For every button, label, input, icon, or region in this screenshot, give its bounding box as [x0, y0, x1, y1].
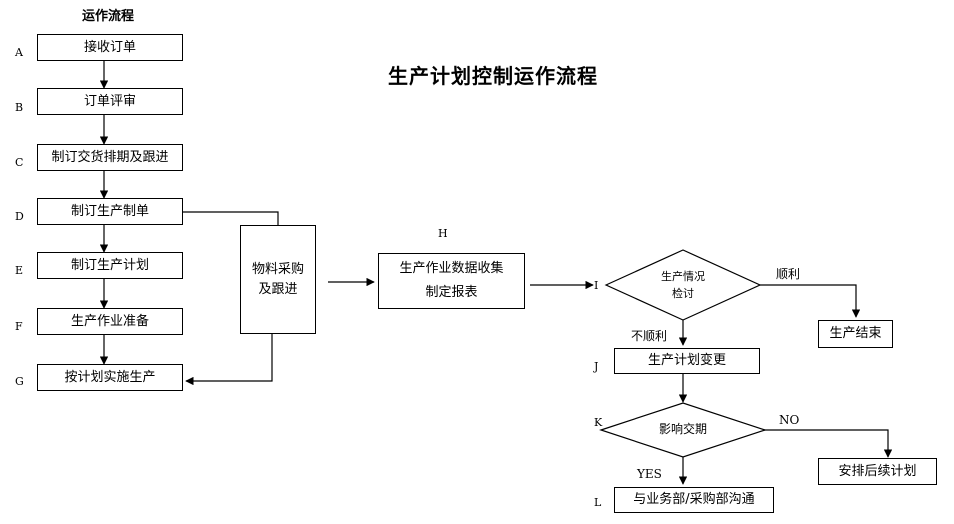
- step-label-b: B: [15, 101, 24, 114]
- data-collection-line1: 生产作业数据收集: [399, 261, 504, 276]
- step-label-h: H: [438, 227, 448, 240]
- node-delivery-schedule: 制订交货排期及跟进: [37, 144, 183, 171]
- node-order-review: 订单评审: [37, 88, 183, 115]
- step-label-g: G: [15, 375, 24, 388]
- step-label-j: J: [594, 360, 599, 373]
- arrow-material-g: [185, 334, 273, 386]
- node-delivery-impact: 影响交期: [658, 422, 707, 436]
- node-production-prep: 生产作业准备: [37, 308, 183, 335]
- node-data-collection: 生产作业数据收集 制定报表: [378, 253, 525, 309]
- node-production-plan: 制订生产计划: [37, 252, 183, 279]
- status-review-line2: 检讨: [672, 287, 694, 300]
- arrow-k-followup: [760, 429, 893, 458]
- decision-diamond-status: [604, 249, 762, 321]
- page-title: 生产计划控制运作流程: [388, 64, 598, 88]
- node-communicate: 与业务部/采购部沟通: [614, 487, 774, 513]
- edge-label-yes: YES: [637, 467, 662, 481]
- edge-label-smooth: 顺利: [776, 267, 801, 281]
- step-label-c: C: [15, 156, 24, 169]
- node-production-order: 制订生产制单: [37, 198, 183, 225]
- status-review-line1: 生产情况: [661, 270, 705, 283]
- edge-label-not-smooth: 不顺利: [631, 329, 668, 343]
- line-d-material: [183, 211, 279, 225]
- step-label-l: L: [594, 496, 602, 509]
- decision-diamond-impact: [599, 402, 767, 458]
- node-plan-change: 生产计划变更: [614, 348, 760, 374]
- node-execute-production: 按计划实施生产: [37, 364, 183, 391]
- material-purchase-line1: 物料采购: [251, 261, 304, 277]
- step-label-k: K: [594, 416, 603, 429]
- node-follow-up-plan: 安排后续计划: [818, 458, 937, 485]
- data-collection-line2: 制定报表: [425, 285, 478, 300]
- node-production-end: 生产结束: [818, 320, 893, 348]
- node-status-review: 生产情况 检讨: [643, 268, 723, 302]
- edge-label-no: NO: [779, 413, 800, 427]
- left-heading: 运作流程: [82, 9, 135, 24]
- step-label-d: D: [15, 210, 24, 223]
- arrow-i-end: [760, 284, 861, 318]
- step-label-a: A: [15, 46, 23, 59]
- step-label-f: F: [15, 320, 23, 333]
- material-purchase-line2: 及跟进: [258, 281, 298, 297]
- step-label-i: I: [594, 279, 599, 292]
- node-receive-order: 接收订单: [37, 34, 183, 61]
- step-label-e: E: [15, 264, 24, 277]
- node-material-purchase: 物料采购 及跟进: [240, 225, 316, 334]
